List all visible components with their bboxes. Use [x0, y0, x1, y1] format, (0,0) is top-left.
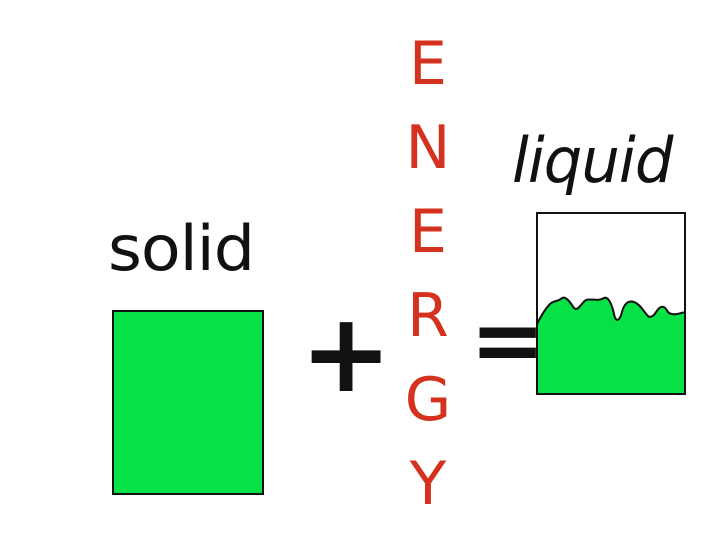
- liquid-container: [536, 212, 686, 395]
- energy-letter-n: N: [405, 113, 451, 183]
- energy-letter-g: G: [404, 365, 452, 435]
- energy-letter-e2: E: [409, 197, 447, 267]
- solid-block: [112, 310, 264, 495]
- energy-word: E N E R G Y: [398, 22, 458, 526]
- energy-letter-e1: E: [409, 29, 447, 99]
- solid-label: solid: [108, 212, 255, 285]
- energy-letter-y: Y: [409, 449, 447, 519]
- equals-sign: =: [470, 288, 546, 393]
- container-outline: [536, 212, 686, 395]
- liquid-fill: [536, 296, 686, 395]
- plus-sign: +: [300, 289, 393, 417]
- liquid-label: liquid: [512, 124, 673, 197]
- energy-letter-r: R: [407, 281, 449, 351]
